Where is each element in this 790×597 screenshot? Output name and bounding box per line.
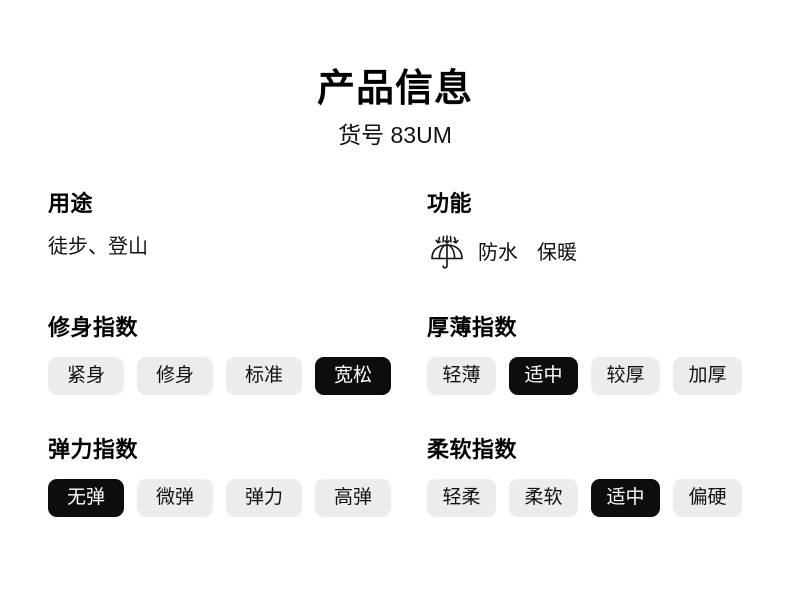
elasticity-index-chip-3[interactable]: 高弹	[315, 479, 391, 517]
section-thickness-index-title: 厚薄指数	[427, 315, 518, 340]
umbrella-waterproof-icon	[427, 233, 467, 273]
fit-index-chip-0[interactable]: 紧身	[48, 357, 124, 395]
thickness-index-chip-2[interactable]: 较厚	[591, 357, 660, 395]
section-usage-value: 徒步、登山	[48, 236, 148, 258]
section-fit-index-title: 修身指数	[48, 315, 139, 340]
section-usage-title: 用途	[48, 191, 94, 216]
fit-index-chip-1[interactable]: 修身	[137, 357, 213, 395]
elasticity-index-chip-group: 无弹 微弹 弹力 高弹	[48, 479, 427, 517]
page-header: 产品信息 货号 83UM	[0, 0, 790, 150]
softness-index-chip-1[interactable]: 柔软	[509, 479, 578, 517]
softness-index-chip-2[interactable]: 适中	[591, 479, 660, 517]
elasticity-index-chip-2[interactable]: 弹力	[226, 479, 302, 517]
page-title: 产品信息	[316, 68, 473, 110]
function-tag-list: 防水 保暖	[478, 239, 577, 267]
section-elasticity-index: 弹力指数 无弹 微弹 弹力 高弹	[48, 436, 427, 517]
fit-index-chip-3[interactable]: 宽松	[315, 357, 391, 395]
softness-index-chip-3[interactable]: 偏硬	[673, 479, 742, 517]
softness-index-chip-0[interactable]: 轻柔	[427, 479, 496, 517]
product-code: 货号 83UM	[338, 122, 452, 148]
thickness-index-chip-group: 轻薄 适中 较厚 加厚	[427, 357, 742, 395]
thickness-index-chip-0[interactable]: 轻薄	[427, 357, 496, 395]
section-usage: 用途 徒步、登山	[48, 190, 427, 273]
fit-index-chip-group: 紧身 修身 标准 宽松	[48, 357, 427, 395]
section-elasticity-index-title: 弹力指数	[48, 437, 139, 462]
function-tag: 保暖	[537, 242, 577, 264]
softness-index-chip-group: 轻柔 柔软 适中 偏硬	[427, 479, 742, 517]
elasticity-index-chip-1[interactable]: 微弹	[137, 479, 213, 517]
section-fit-index: 修身指数 紧身 修身 标准 宽松	[48, 314, 427, 395]
section-function: 功能	[427, 190, 742, 273]
function-tag: 防水	[478, 242, 518, 264]
spec-sections: 用途 徒步、登山 功能	[0, 190, 790, 517]
section-softness-index: 柔软指数 轻柔 柔软 适中 偏硬	[427, 436, 742, 517]
section-function-title: 功能	[427, 191, 473, 216]
section-thickness-index: 厚薄指数 轻薄 适中 较厚 加厚	[427, 314, 742, 395]
section-softness-index-title: 柔软指数	[427, 437, 518, 462]
elasticity-index-chip-0[interactable]: 无弹	[48, 479, 124, 517]
thickness-index-chip-1[interactable]: 适中	[509, 357, 578, 395]
fit-index-chip-2[interactable]: 标准	[226, 357, 302, 395]
thickness-index-chip-3[interactable]: 加厚	[673, 357, 742, 395]
section-function-value: 防水 保暖	[427, 233, 742, 273]
